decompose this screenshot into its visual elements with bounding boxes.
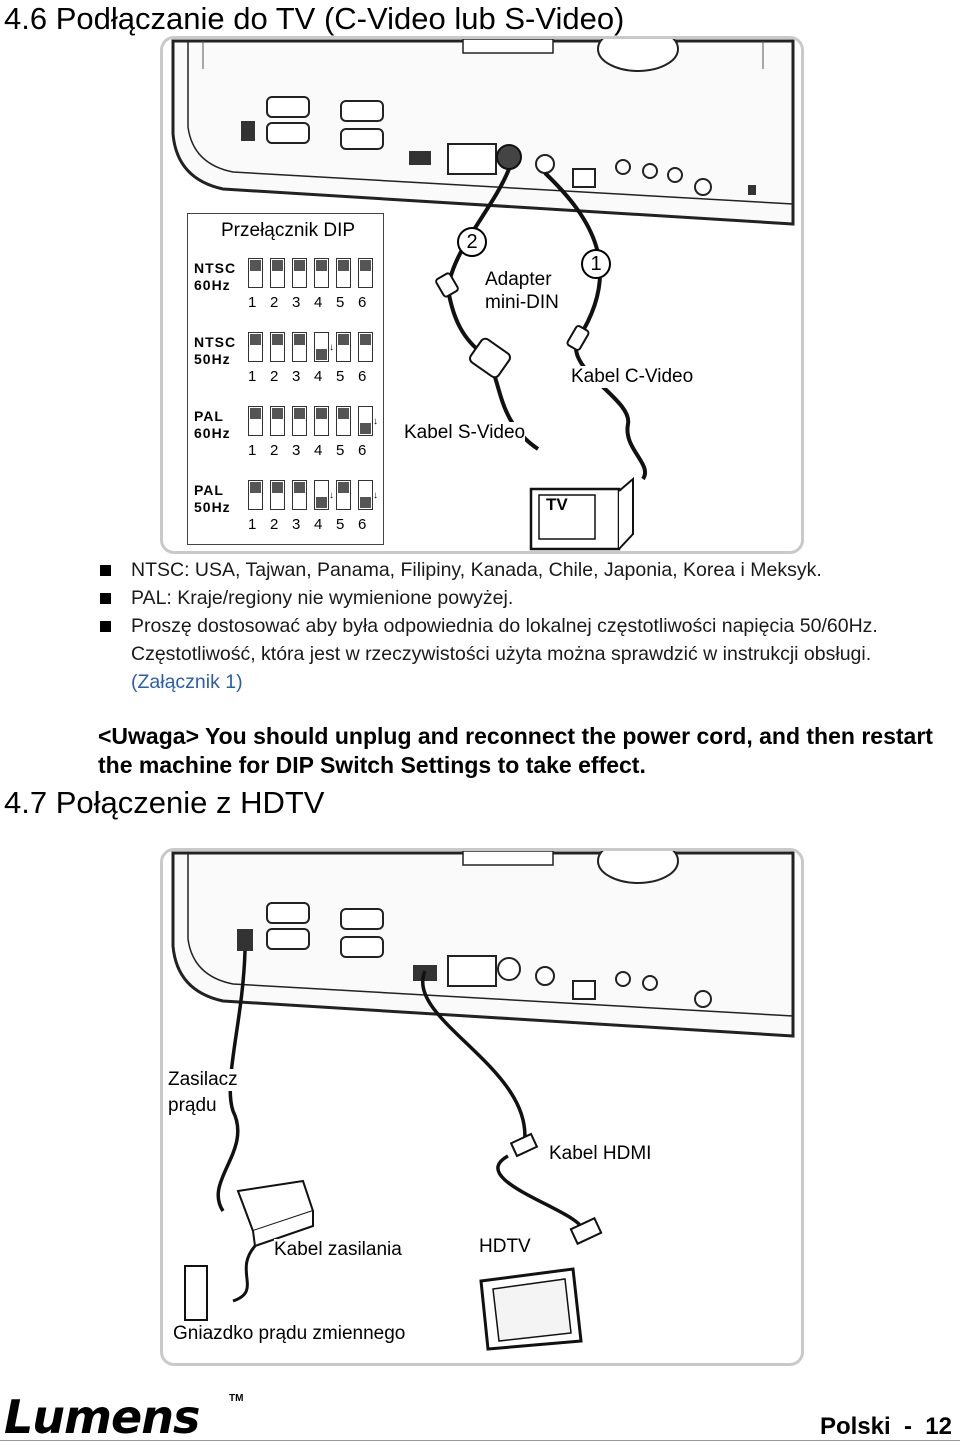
- dip-switch-4: ↓: [314, 332, 334, 362]
- hdtv-connection-figure: Zasilacz prądu Kabel HDMI Kabel zasilani…: [160, 848, 804, 1366]
- dip-switch-3: [292, 406, 307, 436]
- adapter-label-line1: Adapter: [485, 269, 552, 291]
- dip-switch-6: ↓: [358, 480, 378, 510]
- cvideo-cable-label: Kabel C-Video: [571, 366, 694, 388]
- bullet-list: NTSC: USA, Tajwan, Panama, Filipiny, Kan…: [98, 556, 958, 696]
- page-number: Polski - 12: [819, 1413, 952, 1440]
- brand-logo: Lumens: [4, 1390, 200, 1444]
- dip-switch-2: [270, 480, 285, 510]
- tv-connection-figure: Przełącznik DIP 2 1 Adapter mini-DIN Kab…: [160, 36, 804, 554]
- bullet-item: NTSC: USA, Tajwan, Panama, Filipiny, Kan…: [98, 556, 958, 584]
- bullet-item: PAL: Kraje/regiony nie wymienione powyże…: [98, 584, 958, 612]
- dip-switch-box: Przełącznik DIP: [187, 213, 384, 545]
- dip-switch-2: [270, 332, 285, 362]
- hdtv-label: HDTV: [479, 1236, 531, 1258]
- power-adapter-label-line2: prądu: [168, 1095, 217, 1117]
- dip-switch-3: [292, 480, 307, 510]
- hdmi-cable-label: Kabel HDMI: [549, 1143, 652, 1165]
- dip-switch-6: ↓: [358, 406, 378, 436]
- power-cable-label: Kabel zasilania: [274, 1239, 402, 1261]
- device-back-panel: [171, 39, 795, 551]
- bullet-item: Proszę dostosować aby była odpowiednia d…: [98, 612, 958, 696]
- dip-switch-4: [314, 406, 329, 436]
- dip-switch-5: [336, 406, 351, 436]
- trademark: TM: [229, 1393, 244, 1404]
- dip-switch-2: [270, 258, 285, 288]
- dip-switch-5: [336, 480, 351, 510]
- dip-switch-5: [336, 258, 351, 288]
- svideo-cable-label: Kabel S-Video: [404, 422, 526, 444]
- footer-rule: [0, 1440, 960, 1441]
- dip-switch-5: [336, 332, 351, 362]
- dip-switch-2: [270, 406, 285, 436]
- dip-switch-6: [358, 332, 373, 362]
- step-2-marker: 2: [457, 227, 487, 257]
- section-title-hdtv: 4.7 Połączenie z HDTV: [4, 785, 325, 820]
- dip-switch-3: [292, 258, 307, 288]
- step-1-marker: 1: [581, 249, 611, 279]
- dip-switch-1: [248, 406, 263, 436]
- dip-switch-6: [358, 258, 373, 288]
- power-adapter-label-line1: Zasilacz: [168, 1069, 238, 1091]
- dip-switch-1: [248, 480, 263, 510]
- dip-switch-1: [248, 332, 263, 362]
- note-text: <Uwaga> You should unplug and reconnect …: [98, 723, 933, 778]
- dip-switch-label: Przełącznik DIP: [221, 220, 356, 242]
- dip-switch-1: [248, 258, 263, 288]
- adapter-label-line2: mini-DIN: [485, 292, 559, 314]
- section-title-tv: 4.6 Podłączanie do TV (C-Video lub S-Vid…: [4, 1, 625, 36]
- dip-switch-4: [314, 258, 329, 288]
- appendix-link[interactable]: (Załącznik 1): [131, 671, 243, 693]
- dip-switch-4: ↓: [314, 480, 334, 510]
- tv-label: TV: [546, 495, 568, 514]
- outlet-label: Gniazdko prądu zmiennego: [173, 1323, 406, 1345]
- dip-switch-3: [292, 332, 307, 362]
- hdtv-diagram: [171, 851, 795, 1351]
